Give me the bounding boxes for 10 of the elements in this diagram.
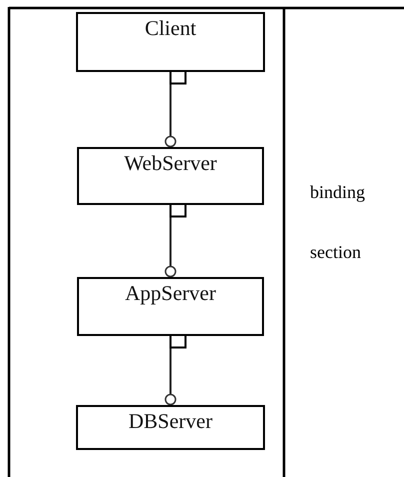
component-name: Client bbox=[144, 16, 196, 40]
component-box bbox=[76, 405, 265, 450]
component-box bbox=[77, 147, 264, 205]
section-label: section bbox=[310, 241, 361, 264]
component-box bbox=[77, 277, 264, 336]
section-label: binding bbox=[310, 181, 366, 204]
component-name: DBServer bbox=[128, 409, 212, 433]
component-name: WebServer bbox=[124, 151, 217, 175]
component-name: AppServer bbox=[125, 281, 216, 305]
component-box bbox=[76, 12, 265, 72]
